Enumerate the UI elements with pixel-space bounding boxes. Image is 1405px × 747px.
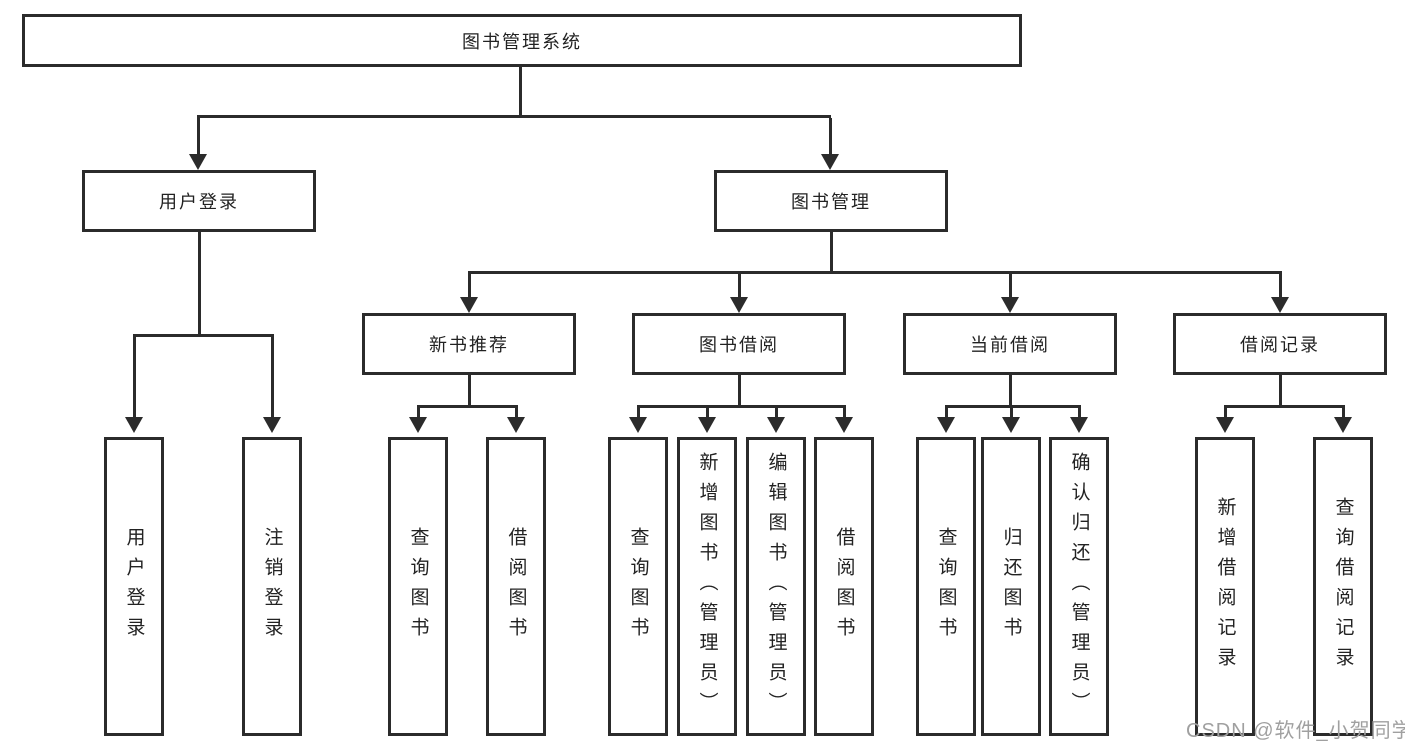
leaf-label: 查询借阅记录 [1332,496,1354,677]
arrow-down-icon [1334,417,1352,433]
connector-hline [945,405,1081,408]
leaf-label: 归还图书 [1000,526,1022,647]
connector-vline [706,405,709,418]
connector-vline [519,67,522,118]
node-borrow-records: 借阅记录 [1173,313,1387,375]
connector-hline [1224,405,1345,408]
leaf-label: 用户登录 [123,526,145,647]
node-label: 新书推荐 [429,335,509,355]
connector-vline [1342,405,1345,418]
connector-vline [1279,271,1282,297]
arrow-down-icon [835,417,853,433]
connector-vline [468,375,471,407]
connector-vline [515,405,518,418]
connector-vline [945,405,948,418]
node-book-management: 图书管理 [714,170,948,232]
leaf-user-login: 用户登录 [104,437,164,736]
leaf-query-borrow-record: 查询借阅记录 [1313,437,1373,736]
node-label: 借阅记录 [1240,335,1320,355]
connector-hline [133,334,274,337]
connector-vline [1009,271,1012,297]
leaf-label: 新增借阅记录 [1214,496,1236,677]
connector-vline [738,271,741,297]
connector-hline [637,405,846,408]
leaf-label: 查询图书 [627,526,649,647]
leaf-label: 确认归还（管理员） [1068,451,1090,722]
arrow-down-icon [125,417,143,433]
arrow-down-icon [263,417,281,433]
leaf-label: 查询图书 [407,526,429,647]
leaf-logout: 注销登录 [242,437,302,736]
arrow-down-icon [730,297,748,313]
arrow-down-icon [767,417,785,433]
arrow-down-icon [937,417,955,433]
connector-vline [271,334,274,418]
arrow-down-icon [460,297,478,313]
leaf-query-books-borrow: 查询图书 [608,437,668,736]
leaf-add-borrow-record: 新增借阅记录 [1195,437,1255,736]
connector-vline [417,405,420,418]
leaf-borrow-books: 借阅图书 [814,437,874,736]
leaf-label: 编辑图书（管理员） [765,451,787,722]
node-label: 图书管理 [791,192,871,212]
leaf-return-book: 归还图书 [981,437,1041,736]
csdn-watermark: CSDN @软件_小贺同学 [1186,720,1405,742]
connector-vline [738,375,741,407]
connector-hline [417,405,518,408]
arrow-down-icon [1070,417,1088,433]
arrow-down-icon [629,417,647,433]
connector-vline [829,118,832,155]
node-current-borrow: 当前借阅 [903,313,1117,375]
connector-vline [468,271,471,297]
node-label: 图书借阅 [699,335,779,355]
connector-vline [830,232,833,274]
connector-hline [197,115,831,118]
connector-vline [1009,375,1012,407]
arrow-down-icon [507,417,525,433]
leaf-label: 注销登录 [261,526,283,647]
connector-vline [843,405,846,418]
leaf-query-books-current: 查询图书 [916,437,976,736]
leaf-add-book-admin: 新增图书（管理员） [677,437,737,736]
leaf-query-books-recommend: 查询图书 [388,437,448,736]
arrow-down-icon [409,417,427,433]
arrow-down-icon [1271,297,1289,313]
connector-vline [775,405,778,418]
node-label: 图书管理系统 [462,31,582,52]
arrow-down-icon [1002,417,1020,433]
leaf-borrow-books-recommend: 借阅图书 [486,437,546,736]
connector-vline [1078,405,1081,418]
connector-vline [198,232,201,337]
arrow-down-icon [1001,297,1019,313]
arrow-down-icon [1216,417,1234,433]
connector-vline [1010,405,1013,418]
leaf-confirm-return-admin: 确认归还（管理员） [1049,437,1109,736]
node-new-book-recommend: 新书推荐 [362,313,576,375]
node-user-login: 用户登录 [82,170,316,232]
leaf-label: 借阅图书 [833,526,855,647]
node-system-root: 图书管理系统 [22,14,1022,67]
connector-vline [1224,405,1227,418]
arrow-down-icon [698,417,716,433]
node-label: 用户登录 [159,192,239,212]
connector-hline [468,271,1282,274]
node-label: 当前借阅 [970,335,1050,355]
leaf-label: 借阅图书 [505,526,527,647]
connector-vline [133,334,136,418]
arrow-down-icon [821,154,839,170]
leaf-edit-book-admin: 编辑图书（管理员） [746,437,806,736]
connector-vline [197,118,200,155]
leaf-label: 新增图书（管理员） [696,451,718,722]
node-book-borrow: 图书借阅 [632,313,846,375]
connector-vline [1279,375,1282,407]
arrow-down-icon [189,154,207,170]
leaf-label: 查询图书 [935,526,957,647]
connector-vline [637,405,640,418]
